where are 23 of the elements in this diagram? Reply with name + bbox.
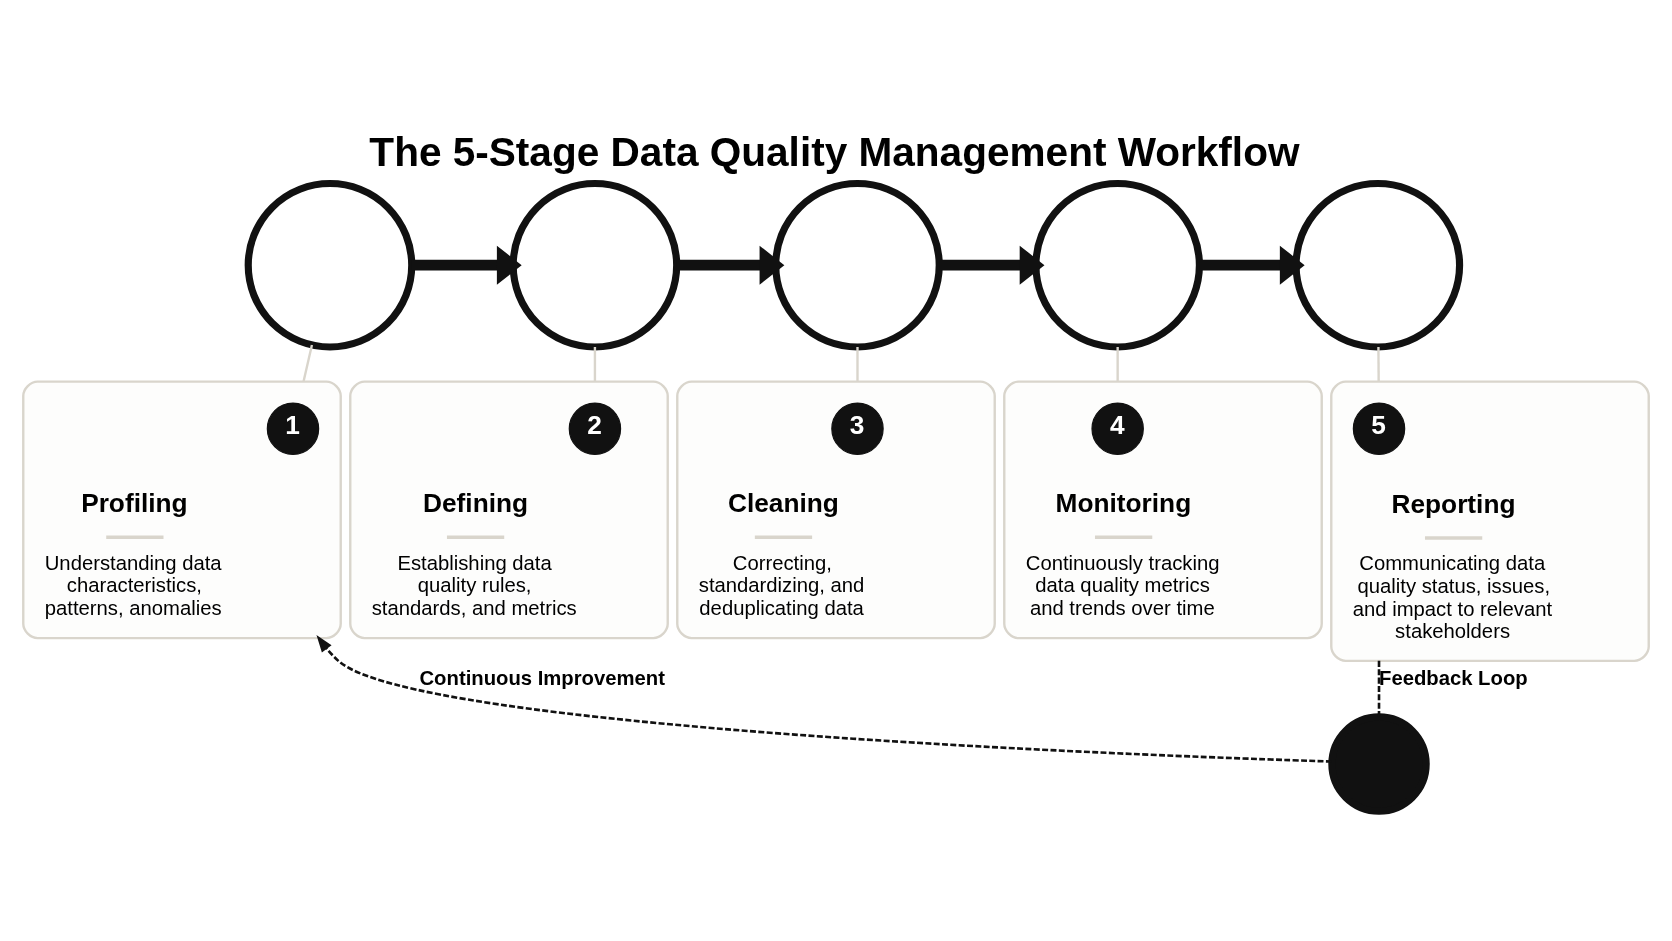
node-circle: 5 (1352, 402, 1406, 455)
node-circle (1292, 179, 1464, 351)
node-circle (772, 179, 943, 351)
connector (302, 344, 314, 382)
connector (593, 347, 597, 382)
node-circle (1032, 179, 1203, 351)
node-circle: 1 (266, 402, 320, 455)
connector (1377, 346, 1380, 382)
arrow (1199, 245, 1305, 285)
diagram-title: The 5-Stage Data Quality Management Workflow (369, 128, 1300, 175)
node-circle: 3 (831, 402, 884, 455)
arrow (316, 635, 1332, 763)
node-circle (509, 179, 681, 351)
edge-label: Feedback Loop (1379, 667, 1528, 690)
node-circle (244, 179, 416, 351)
node-circle (1328, 713, 1430, 815)
connector (856, 347, 859, 382)
connector (1116, 347, 1119, 382)
node-circle: 2 (568, 402, 622, 455)
edge-label: Continuous Improvement (419, 667, 665, 690)
connector (1377, 660, 1381, 717)
arrow (939, 245, 1045, 285)
node-circle: 4 (1091, 402, 1144, 455)
